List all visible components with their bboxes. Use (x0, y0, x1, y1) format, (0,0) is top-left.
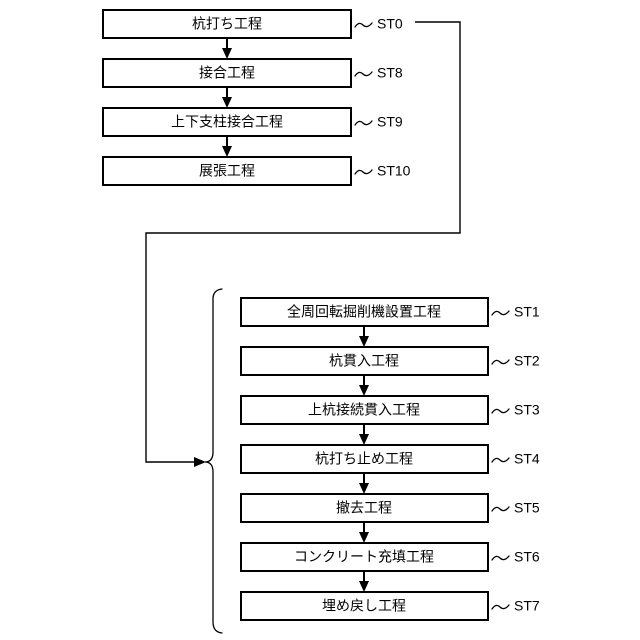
process-box-st10[interactable]: 展張工程 (102, 156, 352, 186)
step-label: ST9 (377, 114, 403, 130)
process-box-label: 埋め戻し工程 (322, 598, 406, 614)
st0-to-lower-group-connector (145, 21, 461, 467)
process-box-rect[interactable] (240, 444, 489, 474)
process-box-label: 展張工程 (199, 163, 255, 179)
process-box-st9[interactable]: 上下支柱接合工程 (102, 107, 352, 137)
process-box-rect[interactable] (240, 493, 489, 523)
process-box-label: 上下支柱接合工程 (171, 114, 283, 130)
process-box-rect[interactable] (240, 542, 489, 572)
step-marker-st0: ST0 (354, 16, 403, 32)
flow-arrow-st2-st3 (359, 375, 369, 396)
tilde-icon (491, 555, 510, 561)
tilde-icon (354, 22, 373, 28)
flow-arrow-st0-st8 (222, 38, 232, 59)
process-box-label: 杭打ち止め工程 (315, 451, 413, 467)
process-box-st8[interactable]: 接合工程 (102, 58, 352, 88)
arrow-head-icon (359, 581, 369, 592)
tilde-icon (491, 604, 510, 610)
process-box-label: コンクリート充填工程 (294, 549, 434, 565)
arrow-head-icon (222, 48, 232, 59)
step-marker-st5: ST5 (491, 500, 540, 516)
step-label: ST8 (377, 65, 403, 81)
step-label: ST5 (514, 500, 540, 516)
process-box-label: 撤去工程 (336, 500, 392, 516)
tilde-icon (491, 408, 510, 414)
step-label: ST4 (514, 451, 540, 467)
process-box-st1[interactable]: 全周回転掘削機設置工程 (240, 297, 489, 327)
arrow-head-icon (359, 532, 369, 543)
flow-arrow-st1-st2 (359, 326, 369, 347)
process-box-rect[interactable] (102, 58, 352, 88)
flow-arrow-st3-st4 (359, 424, 369, 445)
tilde-icon (491, 310, 510, 316)
tilde-icon (354, 169, 373, 175)
process-box-rect[interactable] (102, 156, 352, 186)
step-marker-st3: ST3 (491, 402, 540, 418)
arrow-head-icon (222, 97, 232, 108)
arrow-head-icon (194, 457, 206, 467)
process-box-label: 杭貫入工程 (329, 353, 399, 369)
flow-arrow-st4-st5 (359, 473, 369, 494)
lower-process-chain: 全周回転掘削機設置工程 ST1 杭貫入工程 ST2 (240, 297, 540, 621)
step-label: ST2 (514, 353, 540, 369)
flow-arrow-st8-st9 (222, 87, 232, 108)
step-label: ST3 (514, 402, 540, 418)
process-box-label: 杭打ち工程 (192, 16, 262, 32)
step-marker-st8: ST8 (354, 65, 403, 81)
tilde-icon (491, 359, 510, 365)
process-box-label: 全周回転掘削機設置工程 (287, 304, 441, 320)
arrow-head-icon (359, 385, 369, 396)
tilde-icon (354, 120, 373, 126)
step-marker-st7: ST7 (491, 598, 540, 614)
arrow-head-icon (359, 434, 369, 445)
step-marker-st6: ST6 (491, 549, 540, 565)
process-box-st5[interactable]: 撤去工程 (240, 493, 489, 523)
step-label: ST10 (377, 163, 411, 179)
step-marker-st10: ST10 (354, 163, 411, 179)
process-box-st2[interactable]: 杭貫入工程 (240, 346, 489, 376)
flow-arrow-st6-st7 (359, 571, 369, 592)
process-box-rect[interactable] (240, 591, 489, 621)
process-box-label: 接合工程 (199, 65, 255, 81)
lower-group-brace (204, 288, 223, 634)
tilde-icon (354, 71, 373, 77)
step-marker-st2: ST2 (491, 353, 540, 369)
step-label: ST6 (514, 549, 540, 565)
process-box-st0[interactable]: 杭打ち工程 (102, 9, 352, 39)
tilde-icon (491, 457, 510, 463)
process-box-rect[interactable] (240, 346, 489, 376)
process-box-label: 上杭接続貫入工程 (308, 402, 420, 418)
upper-process-chain: 杭打ち工程 ST0 接合工程 ST8 (102, 9, 411, 186)
step-label: ST0 (377, 16, 403, 32)
step-marker-st1: ST1 (491, 304, 540, 320)
step-label: ST7 (514, 598, 540, 614)
step-marker-st9: ST9 (354, 114, 403, 130)
tilde-icon (491, 506, 510, 512)
process-box-st4[interactable]: 杭打ち止め工程 (240, 444, 489, 474)
step-label: ST1 (514, 304, 540, 320)
process-box-rect[interactable] (240, 395, 489, 425)
process-box-rect[interactable] (240, 297, 489, 327)
step-marker-st4: ST4 (491, 451, 540, 467)
arrow-head-icon (359, 483, 369, 494)
flow-arrow-st9-st10 (222, 136, 232, 157)
process-box-st6[interactable]: コンクリート充填工程 (240, 542, 489, 572)
process-box-st3[interactable]: 上杭接続貫入工程 (240, 395, 489, 425)
arrow-head-icon (359, 336, 369, 347)
process-box-st7[interactable]: 埋め戻し工程 (240, 591, 489, 621)
flow-arrow-st5-st6 (359, 522, 369, 543)
arrow-head-icon (222, 146, 232, 157)
process-box-rect[interactable] (102, 107, 352, 137)
